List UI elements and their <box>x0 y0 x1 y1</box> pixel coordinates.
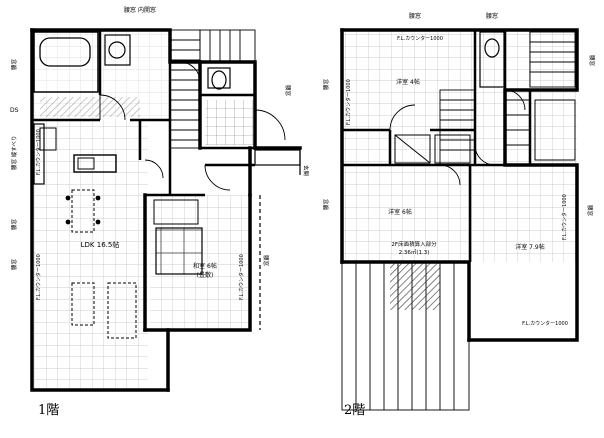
fl-counter-top: F.L.カウンター1000 <box>397 35 443 42</box>
floor1-kitchen <box>33 123 117 185</box>
floor1-doors <box>99 61 286 191</box>
fl-counter-left: F.L.カウンター1000 <box>345 79 352 125</box>
floor2-left-window-1: 腰窓 <box>322 78 330 90</box>
ceiling-area: 2.36㎡(1.3) <box>399 248 430 256</box>
left-window-2: 腰窓 縦すべり <box>10 136 18 170</box>
floor1-bathroom <box>33 31 253 145</box>
floor2-plan: 洋室 4帖 洋室 6帖 洋室 7.9帖 2F床面積算入部分 2.36㎡(1.3)… <box>322 12 596 418</box>
left-window-3: 腰窓 <box>10 218 18 230</box>
fl-counter-bottom: F.L.カウンター1000 <box>522 320 568 327</box>
fl-counter-3: F.L.カウンター1000 <box>238 254 245 300</box>
top-window-1: 腰窓 <box>409 12 421 20</box>
ceiling-area-hatch <box>390 262 440 310</box>
floor2-left-window-2: 腰窓 <box>322 198 330 210</box>
left-window-4: 腰窓 <box>10 258 18 270</box>
floor2-stairs <box>439 31 576 166</box>
fl-counter-right: F.L.カウンター1000 <box>561 194 568 240</box>
entrance-note: 玄関 <box>302 165 310 177</box>
washitsu-tatami <box>155 227 203 275</box>
fl-counter-2: F.L.カウンター1000 <box>35 254 42 300</box>
room-top-label: 洋室 4帖 <box>396 78 420 86</box>
room-right-label: 洋室 7.9帖 <box>515 243 544 251</box>
washitsu-sub-label: (畳敷) <box>197 271 214 279</box>
ldk-label: LDK 16.5帖 <box>81 240 120 249</box>
floor2-toilet <box>479 31 505 88</box>
top-window-note: 腰窓 内開窓 <box>124 6 156 14</box>
top-window-2: 腰窓 <box>486 12 498 20</box>
floor2-doors <box>389 89 526 186</box>
floor1-title: 1階 <box>38 403 59 418</box>
room-mid-label: 洋室 6帖 <box>388 208 412 216</box>
ds-note: DS <box>10 107 19 114</box>
floor1-plan: LDK 16.5帖 和室 6帖 (畳敷) 腰窓 内開窓 DS 腰窓 腰窓 縦すべ… <box>10 6 310 418</box>
ceiling-note: 2F床面積算入部分 <box>391 240 437 248</box>
fl-counter-1: F.L.カウンター1000 <box>35 129 42 175</box>
floor1-furniture <box>71 189 137 339</box>
left-window-1: 腰窓 <box>10 58 18 70</box>
right-window-1: 腰窓 <box>284 85 292 97</box>
washitsu-label: 和室 6帖 <box>193 262 217 270</box>
floor2-right-window-2: 腰窓 <box>586 205 594 217</box>
floor2-right-window-1: 腰窓 <box>588 55 596 67</box>
floor1-stairs <box>169 29 256 149</box>
floor2-title: 2階 <box>344 403 365 418</box>
right-window-2: 腰窓 <box>262 255 270 267</box>
